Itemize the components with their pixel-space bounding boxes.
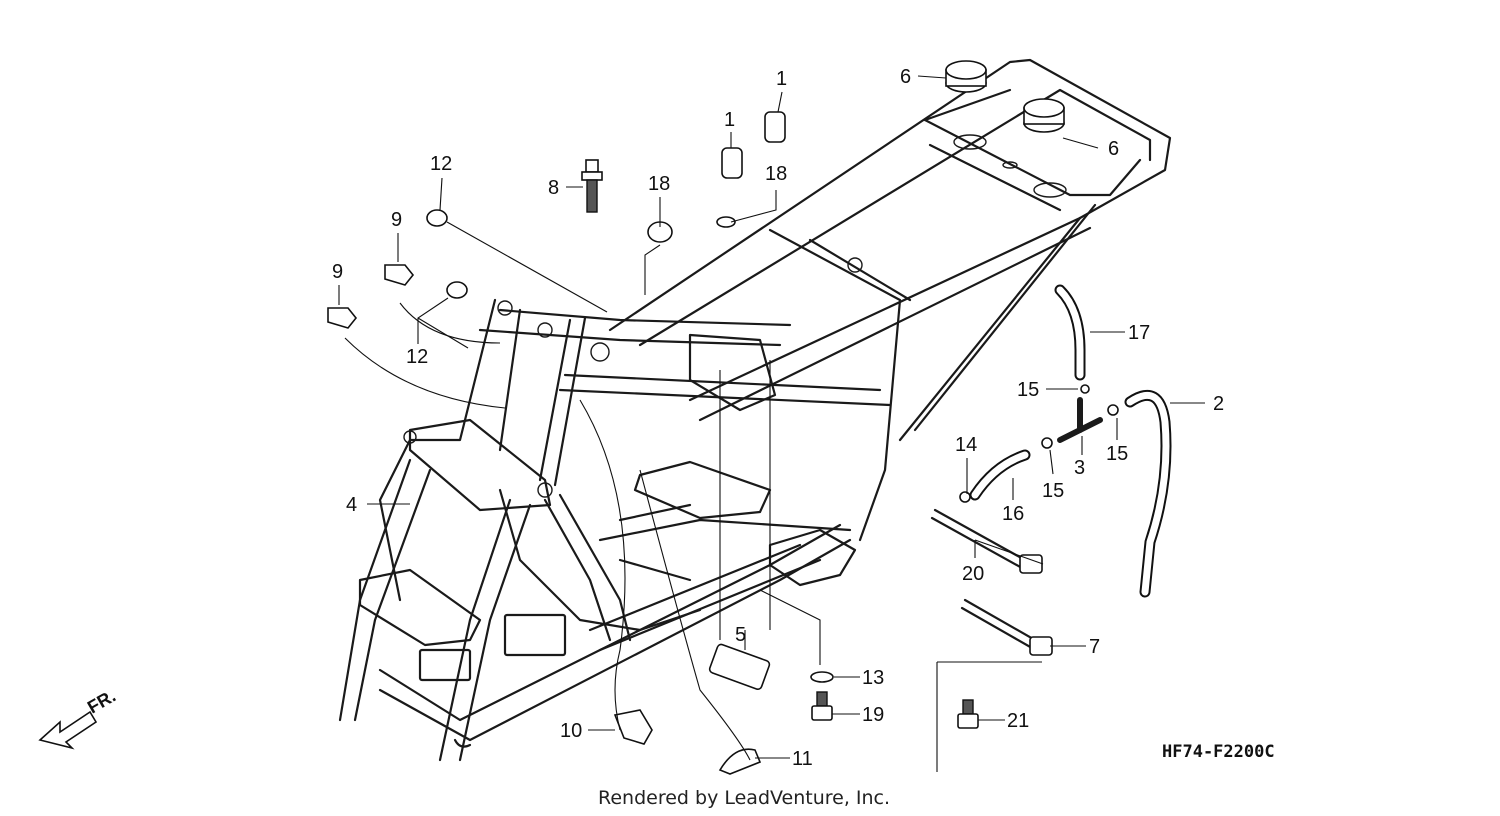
joint-part-3: [1057, 397, 1103, 443]
callout-4: 4: [346, 494, 357, 516]
callout-21: 21: [1007, 710, 1029, 732]
long-bolt-part-20: [930, 508, 1043, 574]
hose-part-16: [969, 449, 1031, 501]
callout-15: 15: [1042, 480, 1064, 502]
callout-9: 9: [391, 209, 402, 231]
clamp-part-15: [1041, 384, 1119, 449]
callout-20: 20: [962, 563, 984, 585]
front-direction-arrow: FR.: [38, 686, 119, 750]
callout-5: 5: [735, 624, 746, 646]
callout-labels: 1 1 2 3 4 5 6 6 7 8 9 9 10 11 12 12 13 1…: [332, 66, 1224, 770]
callout-8: 8: [548, 177, 559, 199]
callout-14: 14: [955, 434, 977, 456]
callout-11: 11: [792, 748, 813, 770]
hose-part-2: [1124, 389, 1172, 598]
callout-9: 9: [332, 261, 343, 283]
callout-2: 2: [1213, 393, 1224, 415]
collar-part-5: [708, 643, 771, 691]
separator-bracket: [936, 661, 1042, 772]
clip-part-9: [327, 264, 415, 329]
callout-6: 6: [900, 66, 911, 88]
callout-12: 12: [430, 153, 452, 175]
collar-part-12: [426, 209, 468, 299]
callout-19: 19: [862, 704, 884, 726]
bolt-part-8: [581, 159, 603, 213]
rubber-cap-part: [945, 60, 1065, 133]
callout-12: 12: [406, 346, 428, 368]
callout-18: 18: [648, 173, 670, 195]
hose-part-17: [1054, 284, 1086, 381]
footer-credit: Rendered by LeadVenture, Inc.: [598, 787, 890, 809]
callout-16: 16: [1002, 503, 1024, 525]
callout-15: 15: [1017, 379, 1039, 401]
bolt-part-21: [957, 699, 979, 729]
cap-part-18: [647, 216, 736, 243]
callout-10: 10: [560, 720, 582, 742]
callout-17: 17: [1128, 322, 1150, 344]
grommet-part: [721, 111, 786, 179]
bolt-part-19: [811, 691, 833, 721]
leader-lines: [338, 75, 1205, 761]
callout-1: 1: [776, 68, 787, 90]
callout-3: 3: [1074, 457, 1085, 479]
callout-18: 18: [765, 163, 787, 185]
washer-part-13: [810, 671, 834, 683]
clamp-part-10: [613, 709, 653, 745]
callout-7: 7: [1089, 636, 1100, 658]
callout-15: 15: [1106, 443, 1128, 465]
long-bolt-part-7: [960, 598, 1053, 656]
clamp-part-14: [959, 491, 971, 503]
callout-13: 13: [862, 667, 884, 689]
callout-6: 6: [1108, 138, 1119, 160]
main-frame-body: [338, 58, 1172, 762]
diagram-code: HF74-F2200C: [1162, 742, 1275, 762]
clamp-part-11: [718, 748, 762, 775]
callout-1: 1: [724, 109, 735, 131]
